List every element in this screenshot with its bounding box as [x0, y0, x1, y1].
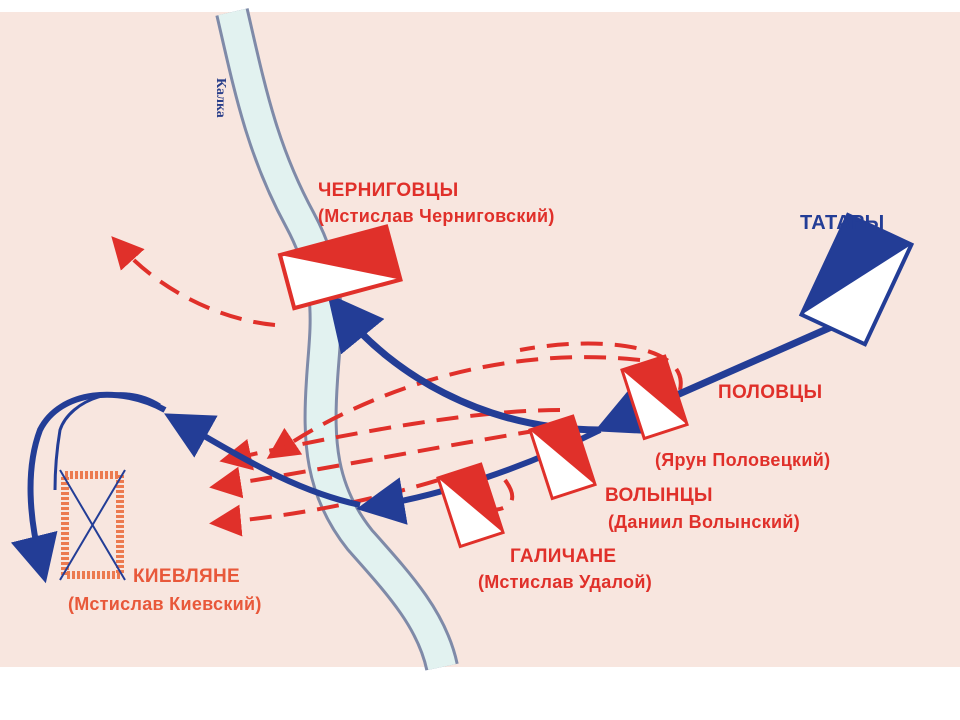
galich-retreat-arrow	[209, 468, 471, 537]
tatar-inner-flank-arrow	[53, 392, 161, 491]
galich-leader-label: (Мстислав Удалой)	[478, 572, 653, 592]
kiev-leader-label: (Мстислав Киевский)	[68, 594, 262, 614]
volyn-flag	[528, 414, 597, 501]
river-label: Калка	[213, 78, 228, 118]
tatar-arrow-west	[164, 413, 361, 508]
tatar-flank-arrow	[10, 391, 167, 584]
kiev-label: КИЕВЛЯНЕ	[133, 566, 240, 587]
kalka-river	[215, 8, 459, 672]
galich-label: ГАЛИЧАНЕ	[510, 546, 617, 567]
volyn-retreat-arrow	[219, 408, 561, 471]
chernigov-flag	[277, 224, 403, 311]
polovtsy-leader-label: (Ярун Половецкий)	[655, 450, 831, 470]
tatar-flag	[798, 212, 915, 347]
polovtsy-retreat-arrow	[266, 355, 641, 459]
tatars-label: ТАТАРЫ	[800, 212, 885, 234]
chernigov-label: ЧЕРНИГОВЦЫ	[318, 180, 459, 201]
polovtsy-flag	[620, 354, 689, 441]
chernigov-leader-label: (Мстислав Черниговский)	[318, 206, 555, 226]
galich-flag	[436, 462, 505, 549]
polovtsy-label: ПОЛОВЦЫ	[718, 382, 823, 403]
volyn-leader-label: (Даниил Волынский)	[608, 512, 801, 532]
polovtsy-loop-arrow	[519, 341, 683, 391]
chernigov-retreat-arrow	[111, 236, 276, 327]
kiev-camp-icon	[59, 469, 126, 581]
volyn-label: ВОЛЫНЦЫ	[605, 485, 713, 506]
middle-retreat-arrow	[209, 428, 541, 499]
